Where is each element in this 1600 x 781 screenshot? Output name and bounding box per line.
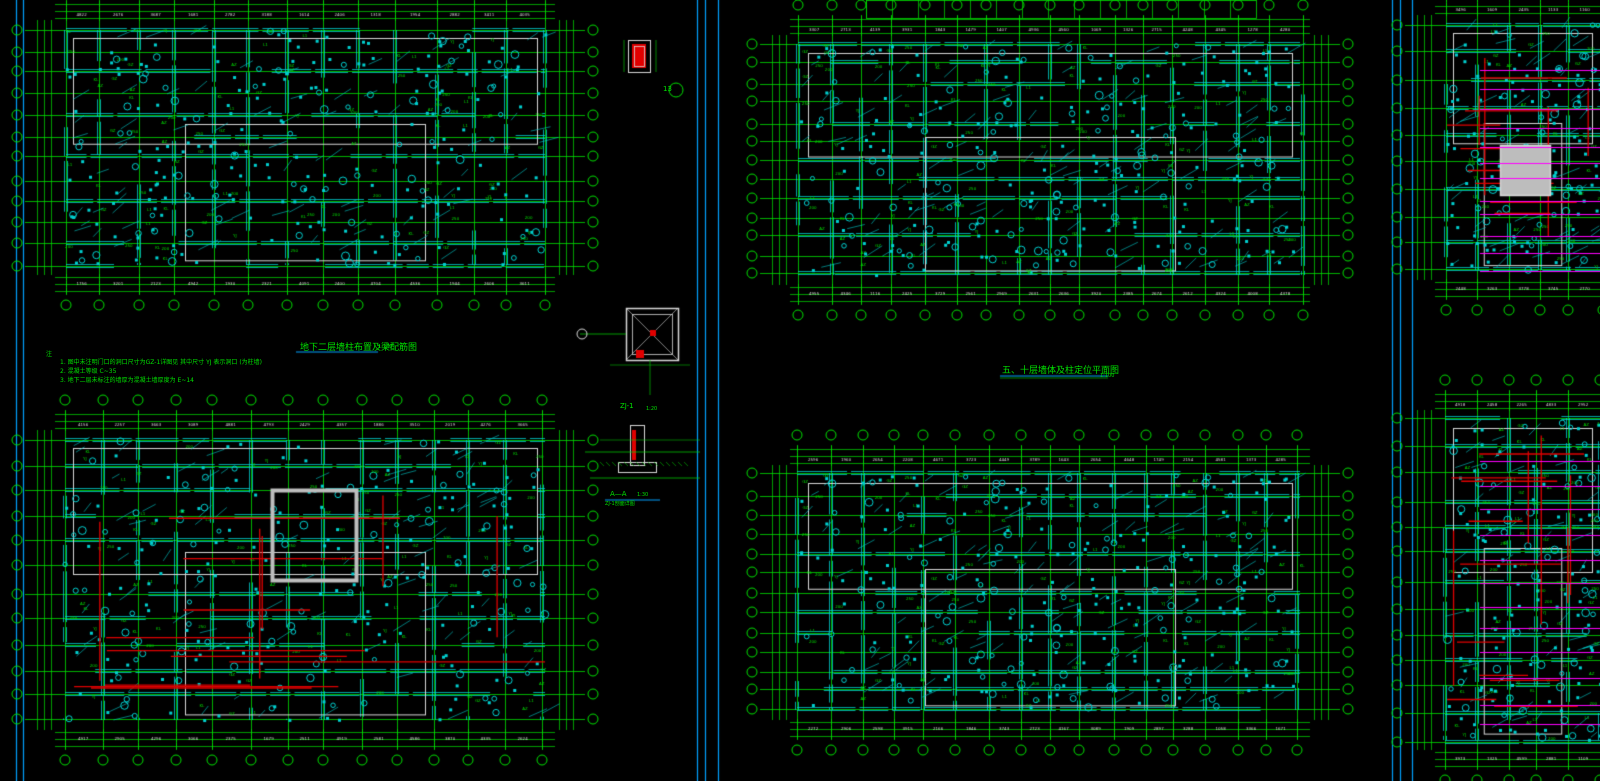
- detail-zj-scale: 1:20: [646, 406, 658, 412]
- section-scale: 1:30: [637, 492, 649, 498]
- note-line-3: 3. 地下二层未标注的墙厚为混凝土墙厚度为 E~14: [60, 377, 194, 384]
- detail-zj-label: ZJ-1: [620, 402, 634, 410]
- note-line-1: 1. 图中未注明门口的洞口尺寸为GZ-1详图见 其中尺寸 YJ 表示洞口 (为柱…: [60, 359, 263, 366]
- middle-plan-title: 五、十层墙体及柱定位平面图: [1002, 366, 1120, 376]
- detail-circle-label: 13: [663, 85, 672, 93]
- middle-plan-scale: 1:100: [1100, 373, 1115, 379]
- left-top-plan-title: 地下二层墙柱布置及梁配筋图: [300, 343, 418, 353]
- section-label: A—A: [610, 490, 627, 498]
- notes-heading: 注: [46, 351, 53, 358]
- left-top-plan-scale: 1:100: [378, 344, 393, 350]
- note-line-2: 2. 混凝土等级 C~35: [60, 368, 117, 375]
- section-subtitle: ZJ-1剖面详图: [605, 501, 635, 507]
